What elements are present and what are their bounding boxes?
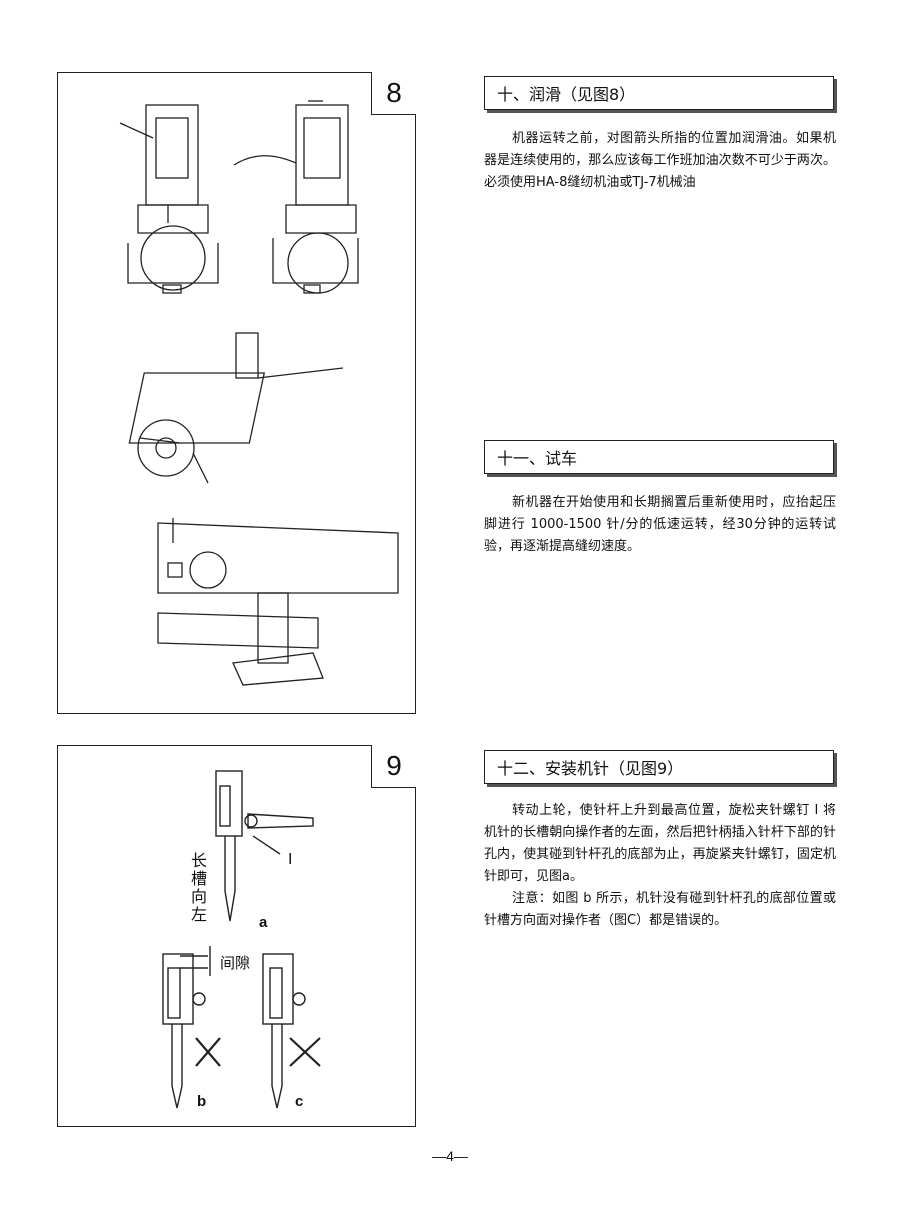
section-heading-lubrication: 十、润滑（见图8） <box>484 76 834 110</box>
section-body-lubrication: 机器运转之前，对图箭头所指的位置加润滑油。如果机器是连续使用的，那么应该每工作班… <box>484 128 836 194</box>
needle-b-drawing <box>162 946 211 1109</box>
figure-label-b: b <box>197 1093 207 1110</box>
machine-head-right <box>233 100 359 294</box>
slot-left-label: 长槽向左 <box>190 851 207 924</box>
screw-label: I <box>288 850 293 868</box>
figure-8-illustration <box>119 100 399 686</box>
paragraph: 注意：如图 b 所示，机针没有碰到针杆孔的底部位置或针槽方向面对操作者（图C）都… <box>484 891 836 928</box>
paragraph: 机器运转之前，对图箭头所指的位置加润滑油。如果机器是连续使用的，那么应该每工作班… <box>484 131 836 190</box>
page-number: —4— <box>432 1148 468 1164</box>
machine-head-left <box>119 104 219 294</box>
figure-number: 8 <box>371 72 416 115</box>
section-body-install-needle: 转动上轮，使针杆上升到最高位置，旋松夹针螺钉 I 将机针的长槽朝向操作者的左面，… <box>484 800 836 932</box>
paragraph: 转动上轮，使针杆上升到最高位置，旋松夹针螺钉 I 将机针的长槽朝向操作者的左面，… <box>484 803 836 884</box>
figure-8-panel: 8 <box>57 72 416 714</box>
figure-9-illustration <box>162 770 321 1109</box>
section-body-test-run: 新机器在开始使用和长期搁置后重新使用时，应抬起压脚进行 1000-1500 针/… <box>484 492 836 558</box>
machine-bed-closeup <box>157 518 399 686</box>
needle-mechanism-closeup <box>128 332 344 484</box>
figure-number: 9 <box>371 745 416 788</box>
section-heading-install-needle: 十二、安装机针（见图9） <box>484 750 834 784</box>
needle-c-drawing <box>262 953 306 1109</box>
figure-label-c: c <box>295 1093 304 1110</box>
needle-a-drawing <box>215 770 314 922</box>
paragraph: 新机器在开始使用和长期搁置后重新使用时，应抬起压脚进行 1000-1500 针/… <box>484 495 836 554</box>
section-heading-test-run: 十一、试车 <box>484 440 834 474</box>
gap-label: 间隙 <box>220 954 251 972</box>
figure-9-panel: 9 <box>57 745 416 1127</box>
figure-label-a: a <box>259 914 268 931</box>
